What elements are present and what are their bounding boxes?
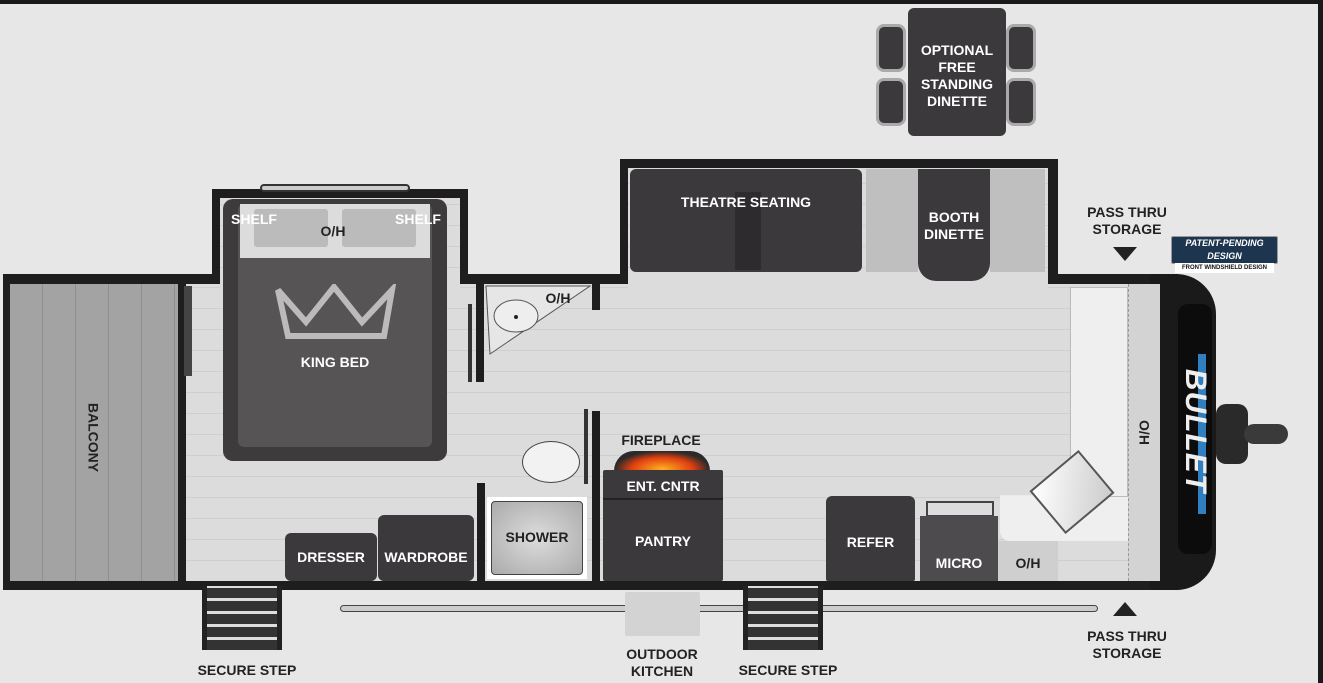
badge-top-text: PATENT-PENDING DESIGN xyxy=(1185,238,1264,261)
badge-bottom-text: FRONT WINDSHIELD DESIGN xyxy=(1175,263,1274,273)
dresser[interactable] xyxy=(285,533,377,581)
bath-oh-label: O/H xyxy=(545,290,571,306)
kitchen-overhead xyxy=(998,541,1058,581)
arrow-down-icon xyxy=(1113,247,1137,261)
balcony-label: BALCONY xyxy=(85,402,102,473)
bath-door[interactable] xyxy=(584,409,588,484)
outdoor-kitchen xyxy=(625,592,700,636)
optional-dinette xyxy=(876,22,1036,132)
fireplace-label: FIREPLACE xyxy=(621,432,701,448)
hitch-coupler xyxy=(1244,424,1288,444)
bath-wall xyxy=(477,483,485,581)
arrow-up-icon xyxy=(1113,602,1137,616)
shower[interactable] xyxy=(487,497,587,579)
pillow xyxy=(342,209,416,247)
brand-text: BULLET xyxy=(1179,368,1212,494)
dresser-label: DRESSER xyxy=(297,549,365,565)
pass-thru-storage-bottom-label: PASS THRU STORAGE xyxy=(1087,628,1167,661)
toilet xyxy=(522,441,580,483)
wardrobe-label: WARDROBE xyxy=(384,549,468,565)
kitchen-oh-label: O/H xyxy=(1015,555,1041,571)
fireplace xyxy=(614,451,710,471)
hitch xyxy=(1216,404,1248,464)
refer-label: REFER xyxy=(846,534,895,550)
secure-step-right-label: SECURE STEP xyxy=(738,662,838,678)
secure-step-left-label: SECURE STEP xyxy=(197,662,297,678)
ent-cntr-label: ENT. CNTR xyxy=(626,478,700,494)
bath-door[interactable] xyxy=(468,304,472,382)
outdoor-kitchen-label: OUTDOOR KITCHEN xyxy=(626,646,698,679)
patent-pending-badge: PATENT-PENDING DESIGN FRONT WINDSHIELD D… xyxy=(1171,236,1278,273)
pass-thru-storage-top-label: PASS THRU STORAGE xyxy=(1087,204,1167,237)
optional-dinette-label: OPTIONAL FREE STANDING DINETTE xyxy=(920,42,994,109)
rear-door xyxy=(184,286,192,376)
bed-oh-label: O/H xyxy=(320,223,346,239)
chair xyxy=(876,78,906,126)
bullet-logo: BULLET xyxy=(1178,304,1212,554)
theatre-seat-divider xyxy=(735,192,761,270)
bath-wall xyxy=(592,411,600,581)
dinette-table xyxy=(908,8,1006,136)
front-overhead xyxy=(1128,284,1160,581)
king-bed-label: KING BED xyxy=(300,354,370,370)
theatre-seating-label: THEATRE SEATING xyxy=(680,194,812,210)
booth-table[interactable] xyxy=(918,169,990,281)
wardrobe[interactable] xyxy=(378,515,474,581)
booth-seat xyxy=(866,169,918,272)
micro-label: MICRO xyxy=(935,555,983,571)
booth-dinette-label: BOOTH DINETTE xyxy=(924,209,984,242)
shower-label: SHOWER xyxy=(505,529,569,545)
pantry-label: PANTRY xyxy=(635,533,691,549)
bedroom-window xyxy=(260,184,410,192)
vanity xyxy=(485,285,592,355)
pillow xyxy=(254,209,328,247)
booth-seat xyxy=(990,169,1045,272)
refrigerator[interactable] xyxy=(826,496,915,581)
ent-cntr-divider xyxy=(603,498,723,500)
secure-step-right xyxy=(743,586,823,650)
front-oh-label: O/H xyxy=(1136,420,1153,445)
awning-bar xyxy=(340,605,1098,612)
chair xyxy=(1006,78,1036,126)
chair xyxy=(876,24,906,72)
accent-stripe xyxy=(1198,354,1206,514)
shelf-right-label: SHELF xyxy=(395,211,441,227)
balcony xyxy=(10,284,178,581)
shelf-left-label: SHELF xyxy=(231,211,277,227)
range-top xyxy=(926,501,994,517)
entertainment-center xyxy=(603,470,723,581)
secure-step-left xyxy=(202,586,282,650)
chair xyxy=(1006,24,1036,72)
bath-wall xyxy=(592,284,600,310)
microwave[interactable] xyxy=(920,516,998,581)
bath-wall xyxy=(476,284,484,382)
crown-icon xyxy=(275,284,397,339)
